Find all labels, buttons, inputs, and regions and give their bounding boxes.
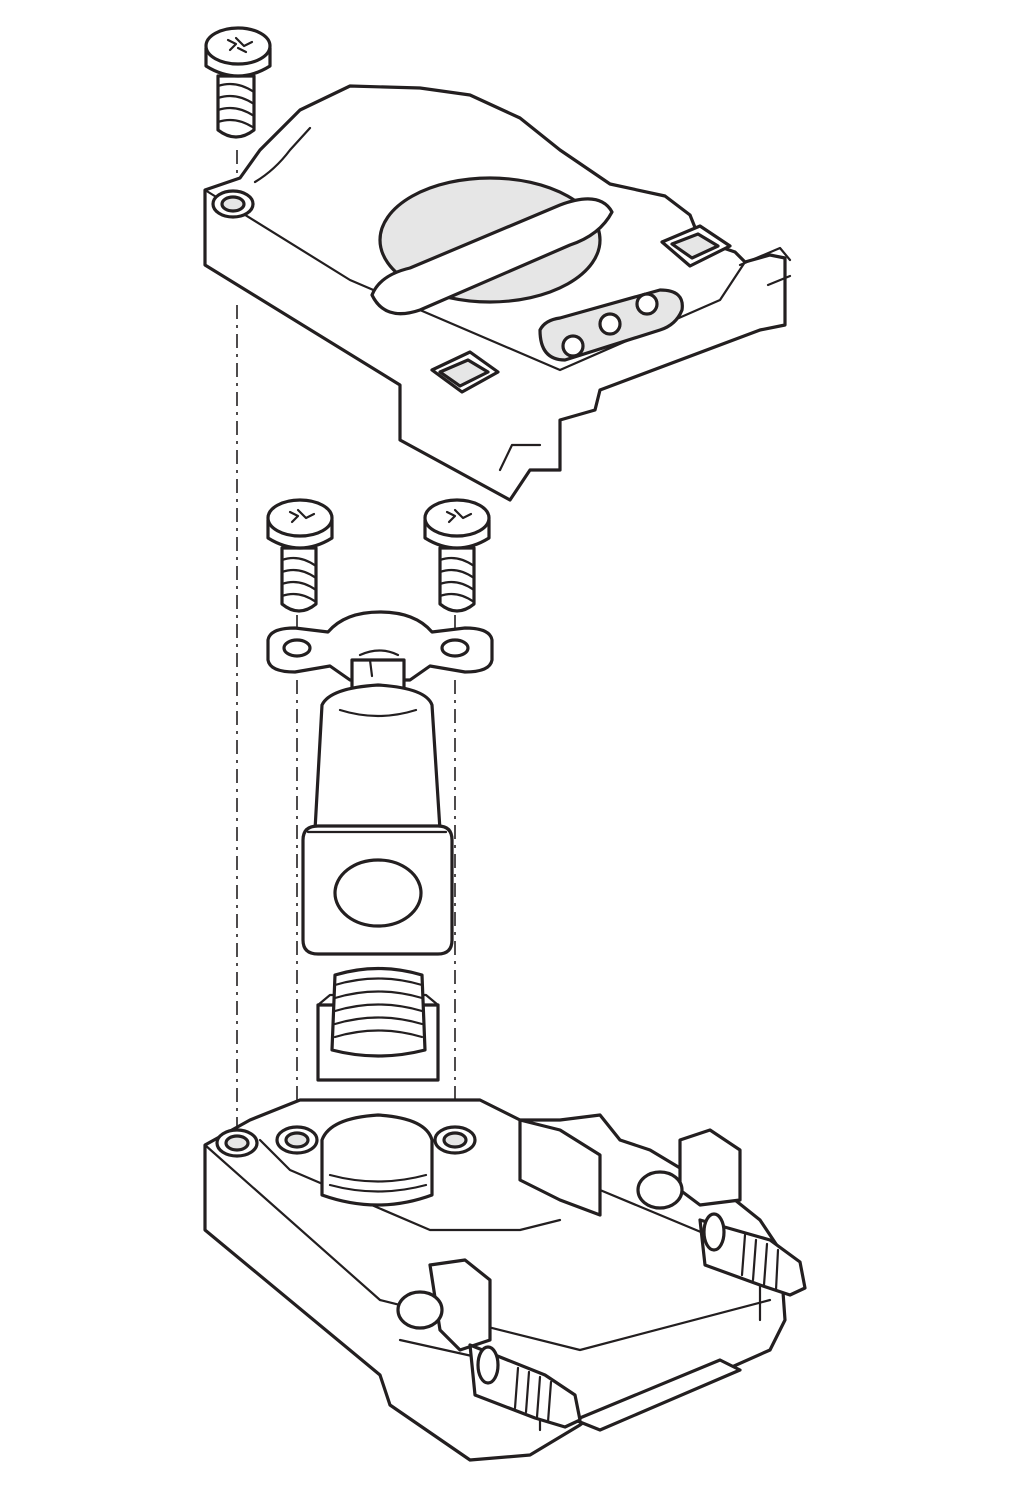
square-grommet	[301, 824, 454, 956]
ribbed-cable-insert	[316, 966, 440, 1082]
strain-relief-clamp	[266, 610, 494, 698]
bottom-base-housing	[203, 1098, 787, 1462]
top-screw	[204, 26, 272, 139]
left-clamp-screw	[266, 498, 334, 613]
top-cover-housing	[203, 84, 792, 502]
left-jack-screw	[396, 1290, 582, 1429]
right-jack-screw	[636, 1170, 807, 1297]
cable-boot	[313, 683, 442, 832]
right-clamp-screw	[423, 498, 491, 613]
